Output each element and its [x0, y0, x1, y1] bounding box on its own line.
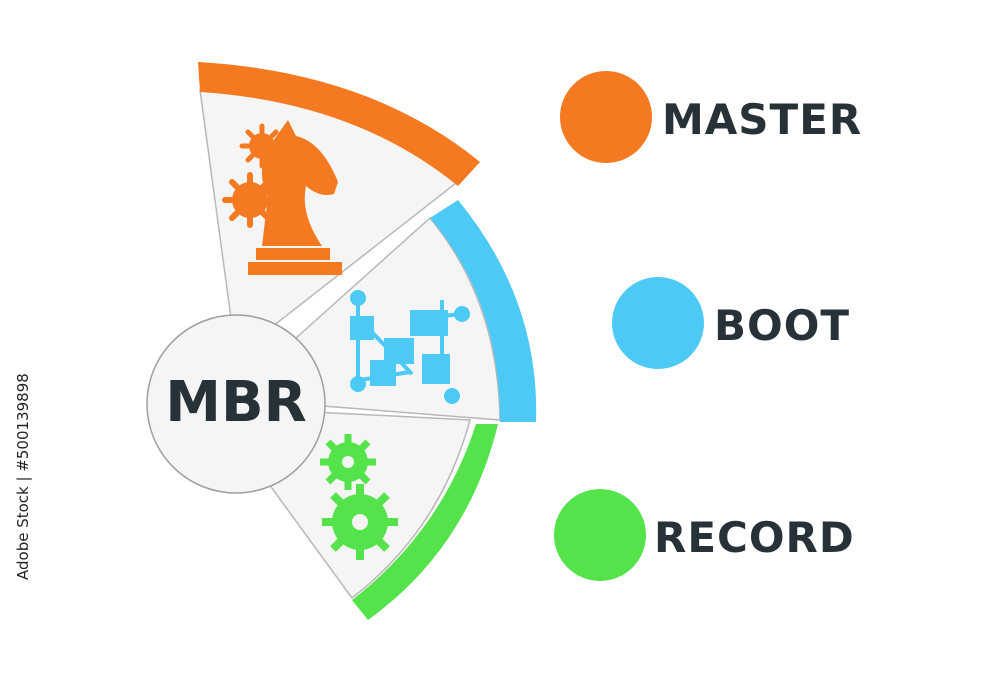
- gear-small-icon: [320, 434, 376, 490]
- legend-item-boot: BOOT: [612, 277, 850, 369]
- legend: MASTER BOOT RECORD: [554, 71, 862, 581]
- legend-item-master: MASTER: [560, 71, 862, 163]
- gears-icon: [320, 434, 398, 560]
- circuit-nodes-icon: [350, 290, 470, 404]
- stock-id-watermark: Adobe Stock | #500139898: [14, 373, 32, 580]
- center-circle: MBR: [146, 314, 326, 494]
- legend-item-record: RECORD: [554, 489, 855, 581]
- legend-dot-boot: [612, 277, 704, 369]
- chess-knight-gears-icon: [222, 120, 342, 275]
- legend-dot-record: [554, 489, 646, 581]
- segment-boot-arc: [430, 200, 537, 422]
- segment-master-arc: [198, 62, 480, 186]
- legend-label-record: RECORD: [654, 513, 855, 562]
- gear-large-icon: [322, 484, 398, 560]
- segment-record-arc: [352, 424, 498, 620]
- center-label: MBR: [165, 370, 307, 435]
- legend-label-master: MASTER: [662, 95, 862, 144]
- legend-dot-master: [560, 71, 652, 163]
- legend-label-boot: BOOT: [714, 301, 850, 350]
